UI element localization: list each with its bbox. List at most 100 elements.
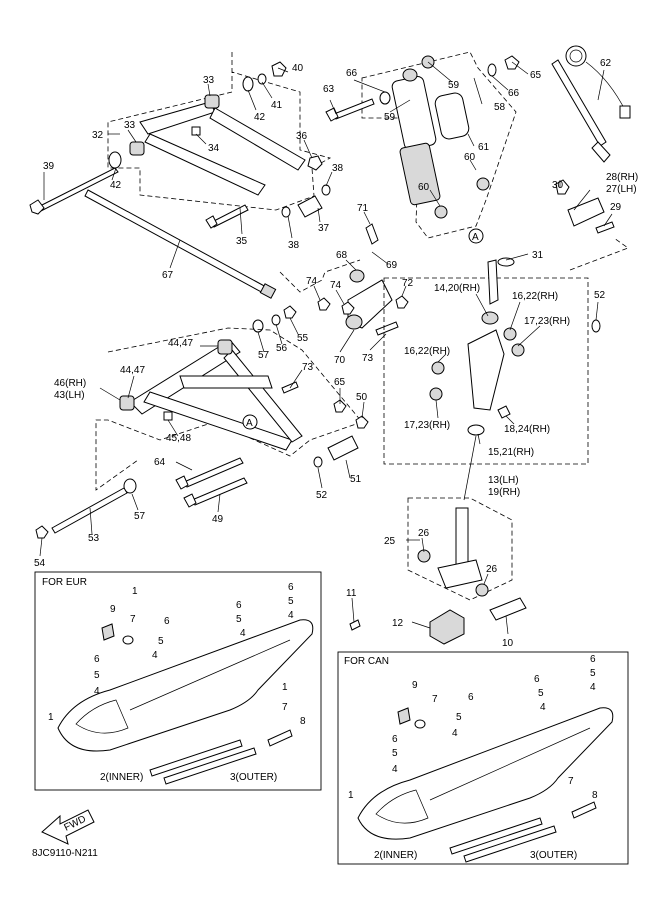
callout-59b: 59 xyxy=(384,112,396,123)
spindle-drop-line xyxy=(463,435,477,501)
seal-15-21 xyxy=(467,424,485,436)
can-runner-2 xyxy=(449,817,543,855)
cover-61 xyxy=(434,92,470,140)
washer-66b xyxy=(487,63,497,77)
washer-38b xyxy=(281,206,291,218)
eur-box-title: FOR EUR xyxy=(42,577,87,588)
bolt-49-head xyxy=(183,493,197,508)
can-callout-5d: 5 xyxy=(392,748,398,759)
eur-callout-3: 3(OUTER) xyxy=(230,772,277,783)
callout-56: 56 xyxy=(276,343,288,354)
callout-11: 11 xyxy=(346,588,357,599)
callout-44-47a: 44,47 xyxy=(168,338,193,349)
callout-71: 71 xyxy=(357,203,369,214)
diagram-code: 8JC9110-N211 xyxy=(32,848,98,859)
eur-callout-6a: 6 xyxy=(164,616,170,627)
washer-42b xyxy=(108,151,122,169)
washer-57a xyxy=(252,319,264,333)
callout-34: 34 xyxy=(208,143,220,154)
callout-51: 51 xyxy=(350,474,362,485)
callout-35: 35 xyxy=(236,236,248,247)
callout-38b: 38 xyxy=(288,240,300,251)
washer-38a xyxy=(321,184,331,196)
callout-16-22a: 16,22(RH) xyxy=(512,291,558,302)
ref-circle-a-bottom-label: A xyxy=(246,418,253,429)
callout-63: 63 xyxy=(323,84,335,95)
eur-runner-2 xyxy=(149,739,243,777)
eur-callout-5c: 5 xyxy=(288,596,294,607)
callout-10: 10 xyxy=(502,638,514,649)
can-callout-9: 9 xyxy=(412,680,418,691)
callout-39: 39 xyxy=(43,161,55,172)
can-callout-6d: 6 xyxy=(392,734,398,745)
callout-44-47b: 44,47 xyxy=(120,365,145,376)
callout-60b: 60 xyxy=(418,182,430,193)
eur-callout-8: 8 xyxy=(300,716,306,727)
callout-61: 61 xyxy=(478,142,490,153)
shock-top-eye xyxy=(402,68,418,82)
eur-callout-1b: 1 xyxy=(282,682,288,693)
callout-36: 36 xyxy=(296,131,308,142)
bushing-33a xyxy=(204,94,220,109)
callout-15-21: 15,21(RH) xyxy=(488,447,534,458)
callout-14-20: 14,20(RH) xyxy=(434,283,480,294)
callout-65b: 65 xyxy=(334,377,346,388)
ref-circle-a-bottom xyxy=(242,414,258,430)
ski-mount-bracket xyxy=(437,559,483,589)
nut-36 xyxy=(307,155,323,171)
callout-53: 53 xyxy=(88,533,100,544)
shock-spring-body xyxy=(391,76,437,150)
can-callout-2: 2(INNER) xyxy=(374,850,417,861)
callout-57b: 57 xyxy=(134,511,146,522)
collar-68 xyxy=(349,269,365,283)
callout-26b: 26 xyxy=(486,564,498,575)
bolt-18-24 xyxy=(497,405,511,419)
callout-52b: 52 xyxy=(594,290,606,301)
can-callout-7b: 7 xyxy=(568,776,574,787)
eur-callout-7b: 7 xyxy=(282,702,288,713)
callout-30: 30 xyxy=(552,180,564,191)
bolt-64-head xyxy=(175,475,189,490)
upper-arm-group-outline xyxy=(107,52,332,211)
callout-58: 58 xyxy=(494,102,506,113)
can-callout-3: 3(OUTER) xyxy=(530,850,577,861)
callout-54: 54 xyxy=(34,558,46,569)
callout-68: 68 xyxy=(336,250,348,261)
can-callout-8: 8 xyxy=(592,790,598,801)
can-nut-9 xyxy=(397,707,411,725)
callout-42a: 42 xyxy=(254,112,266,123)
shock-cylinder xyxy=(399,142,441,206)
eur-washer-7 xyxy=(122,635,134,645)
callout-26a: 26 xyxy=(418,528,430,539)
lower-arm-rear xyxy=(223,349,303,443)
eur-bolt-8 xyxy=(267,729,293,747)
callout-73a: 73 xyxy=(362,353,374,364)
bolt-63 xyxy=(333,98,375,120)
callout-59a: 59 xyxy=(448,80,460,91)
washer-41 xyxy=(257,73,267,85)
callout-43lh: 43(LH) xyxy=(54,390,85,401)
cap-31 xyxy=(497,257,515,267)
callout-55: 55 xyxy=(297,333,309,344)
ref-circle-a-top-label: A xyxy=(472,232,479,243)
callout-60a: 60 xyxy=(464,152,476,163)
eur-callout-5d: 5 xyxy=(94,670,100,681)
eur-callout-5b: 5 xyxy=(236,614,242,625)
can-callout-4b: 4 xyxy=(540,702,546,713)
callout-67: 67 xyxy=(162,270,174,281)
washer-52b xyxy=(591,319,601,333)
spindle-lower-shaft xyxy=(455,507,469,569)
callout-57a: 57 xyxy=(258,350,270,361)
can-callout-6b: 6 xyxy=(534,674,540,685)
can-callout-4c: 4 xyxy=(590,682,596,693)
callout-46rh: 46(RH) xyxy=(54,378,86,389)
callout-66b: 66 xyxy=(508,88,520,99)
callout-17-23b: 17,23(RH) xyxy=(404,420,450,431)
eur-ski-keel xyxy=(129,639,291,711)
callout-50: 50 xyxy=(356,392,368,403)
lower-arm-cross xyxy=(179,375,273,389)
can-runner-3 xyxy=(463,825,557,863)
bushing-33b xyxy=(129,141,145,156)
eur-callout-2: 2(INNER) xyxy=(100,772,143,783)
callout-42b: 42 xyxy=(110,180,122,191)
